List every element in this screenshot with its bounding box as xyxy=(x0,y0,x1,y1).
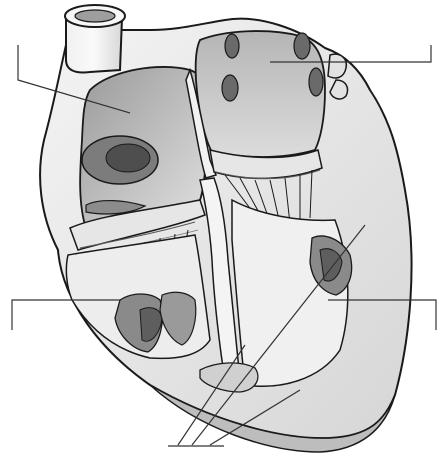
left-atrium xyxy=(196,31,325,157)
aorta-vessel xyxy=(65,5,125,73)
right-ventricle xyxy=(66,235,210,358)
left-ventricle xyxy=(232,200,352,386)
